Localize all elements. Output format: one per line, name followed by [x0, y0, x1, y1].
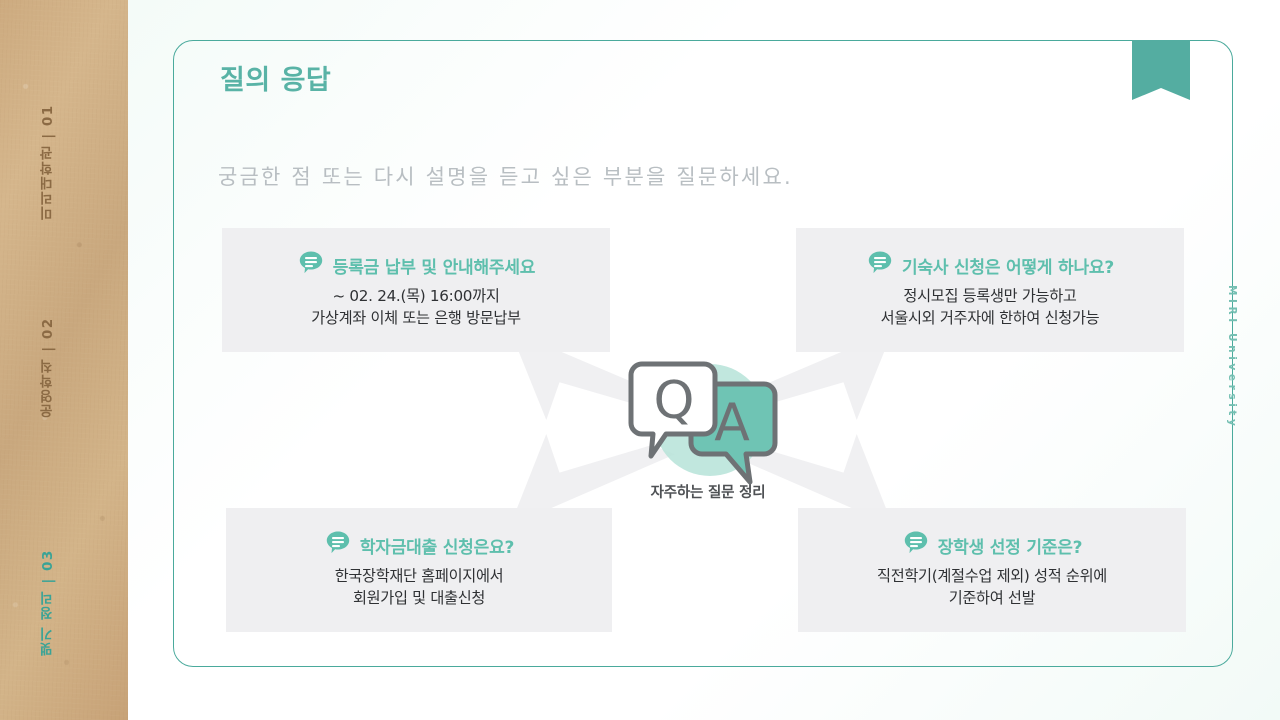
faq-question: 기숙사 신청은 어떻게 하나요? — [901, 257, 1115, 278]
sidebar-item-03[interactable]: 맺기 정리 | 03 — [40, 549, 56, 656]
faq-answer-line-2: 서울시외 거주자에 한하여 신청가능 — [880, 308, 1100, 327]
faq-card-top-right[interactable]: 기숙사 신청은 어떻게 하나요? 정시모집 등록생만 가능하고 서울시외 거주자… — [796, 228, 1184, 352]
faq-answer-line-1: 정시모집 등록생만 가능하고 — [903, 287, 1077, 305]
faq-question: 학자금대출 신청은요? — [359, 537, 515, 558]
chat-bubble-icon — [902, 529, 930, 561]
kraft-paper-texture — [0, 0, 128, 720]
chat-bubble-icon — [324, 529, 352, 561]
faq-card-top-left[interactable]: 등록금 납부 및 안내해주세요 ~ 02. 24.(목) 16:00까지 가상계… — [222, 228, 610, 352]
faq-answer-line-2: 회원가입 및 대출신청 — [352, 588, 486, 607]
svg-text:A: A — [714, 393, 750, 453]
chat-bubble-icon — [866, 249, 894, 281]
faq-card-bottom-right[interactable]: 장학생 선정 기준은? 직전학기(계절수업 제외) 성적 순위에 기준하여 선발 — [798, 508, 1186, 632]
left-sidebar: 미리대학관 | 01 운영학칙 | 02 맺기 정리 | 03 — [0, 0, 128, 720]
faq-answer-line-2: 기준하여 선발 — [948, 588, 1036, 607]
faq-answer-line-2: 가상계좌 이체 또는 은행 방문납부 — [311, 308, 521, 327]
svg-text:Q: Q — [654, 371, 695, 431]
faq-question: 장학생 선정 기준은? — [937, 537, 1083, 558]
chat-bubble-icon — [297, 249, 325, 281]
brand-vertical-label: MIRI University — [1226, 285, 1238, 430]
faq-answer: ~ 02. 24.(목) 16:00까지 가상계좌 이체 또는 은행 방문납부 — [222, 286, 610, 329]
faq-answer: 한국장학재단 홈페이지에서 회원가입 및 대출신청 — [226, 566, 612, 609]
faq-answer-line-1: 직전학기(계절수업 제외) 성적 순위에 — [877, 567, 1107, 585]
faq-answer-line-1: 한국장학재단 홈페이지에서 — [334, 567, 504, 585]
page-title: 질의 응답 — [220, 65, 332, 96]
faq-card-header: 장학생 선정 기준은? — [798, 529, 1186, 561]
faq-card-bottom-left[interactable]: 학자금대출 신청은요? 한국장학재단 홈페이지에서 회원가입 및 대출신청 — [226, 508, 612, 632]
page-subtitle: 궁금한 점 또는 다시 설명을 듣고 싶은 부분을 질문하세요. — [218, 165, 793, 189]
faq-answer: 정시모집 등록생만 가능하고 서울시외 거주자에 한하여 신청가능 — [796, 286, 1184, 329]
qa-speech-bubbles-icon: A Q — [628, 352, 788, 502]
faq-answer: 직전학기(계절수업 제외) 성적 순위에 기준하여 선발 — [798, 566, 1186, 609]
center-caption: 자주하는 질문 정리 — [650, 485, 766, 501]
slide-canvas: 질의 응답 궁금한 점 또는 다시 설명을 듣고 싶은 부분을 질문하세요. M… — [128, 0, 1280, 720]
faq-answer-line-1: ~ 02. 24.(목) 16:00까지 — [332, 287, 500, 305]
faq-card-header: 기숙사 신청은 어떻게 하나요? — [796, 249, 1184, 281]
sidebar-item-02[interactable]: 운영학칙 | 02 — [40, 317, 56, 418]
bookmark-ribbon-icon — [1132, 40, 1190, 100]
sidebar-item-01[interactable]: 미리대학관 | 01 — [40, 104, 56, 220]
faq-card-header: 학자금대출 신청은요? — [226, 529, 612, 561]
faq-question: 등록금 납부 및 안내해주세요 — [332, 257, 536, 278]
faq-card-header: 등록금 납부 및 안내해주세요 — [222, 249, 610, 281]
